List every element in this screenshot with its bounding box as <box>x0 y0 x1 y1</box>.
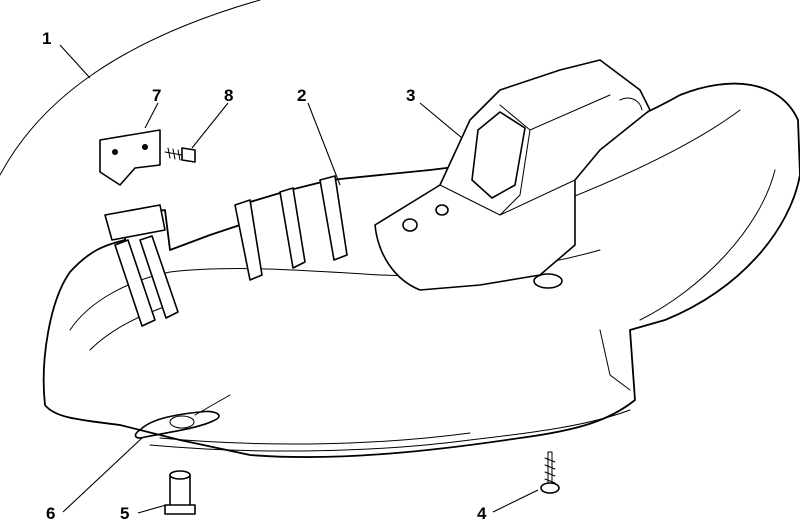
pin-part <box>164 470 196 515</box>
callout-1: 1 <box>42 29 51 48</box>
callout-3: 3 <box>406 86 415 105</box>
callout-4: 4 <box>477 504 487 523</box>
callout-5: 5 <box>120 504 129 523</box>
chute-mount-part <box>374 59 651 291</box>
bracket-part <box>99 129 161 186</box>
leader-3 <box>419 102 463 139</box>
leader-1 <box>59 44 91 79</box>
leader-7 <box>144 102 159 129</box>
leader-8 <box>191 102 229 149</box>
housing-outer-arc <box>0 0 261 176</box>
leader-2 <box>307 102 341 186</box>
callout-2: 2 <box>297 86 306 105</box>
leader-6 <box>62 437 143 513</box>
washer <box>533 273 563 289</box>
leader-4 <box>492 489 539 513</box>
spring-clip-part <box>134 394 231 439</box>
leader-5 <box>137 504 167 514</box>
bolt-part <box>164 147 196 163</box>
callout-8: 8 <box>224 86 233 105</box>
rib-set <box>104 175 348 327</box>
screw-part <box>540 451 560 494</box>
callout-7: 7 <box>152 86 161 105</box>
callout-6: 6 <box>46 504 55 523</box>
